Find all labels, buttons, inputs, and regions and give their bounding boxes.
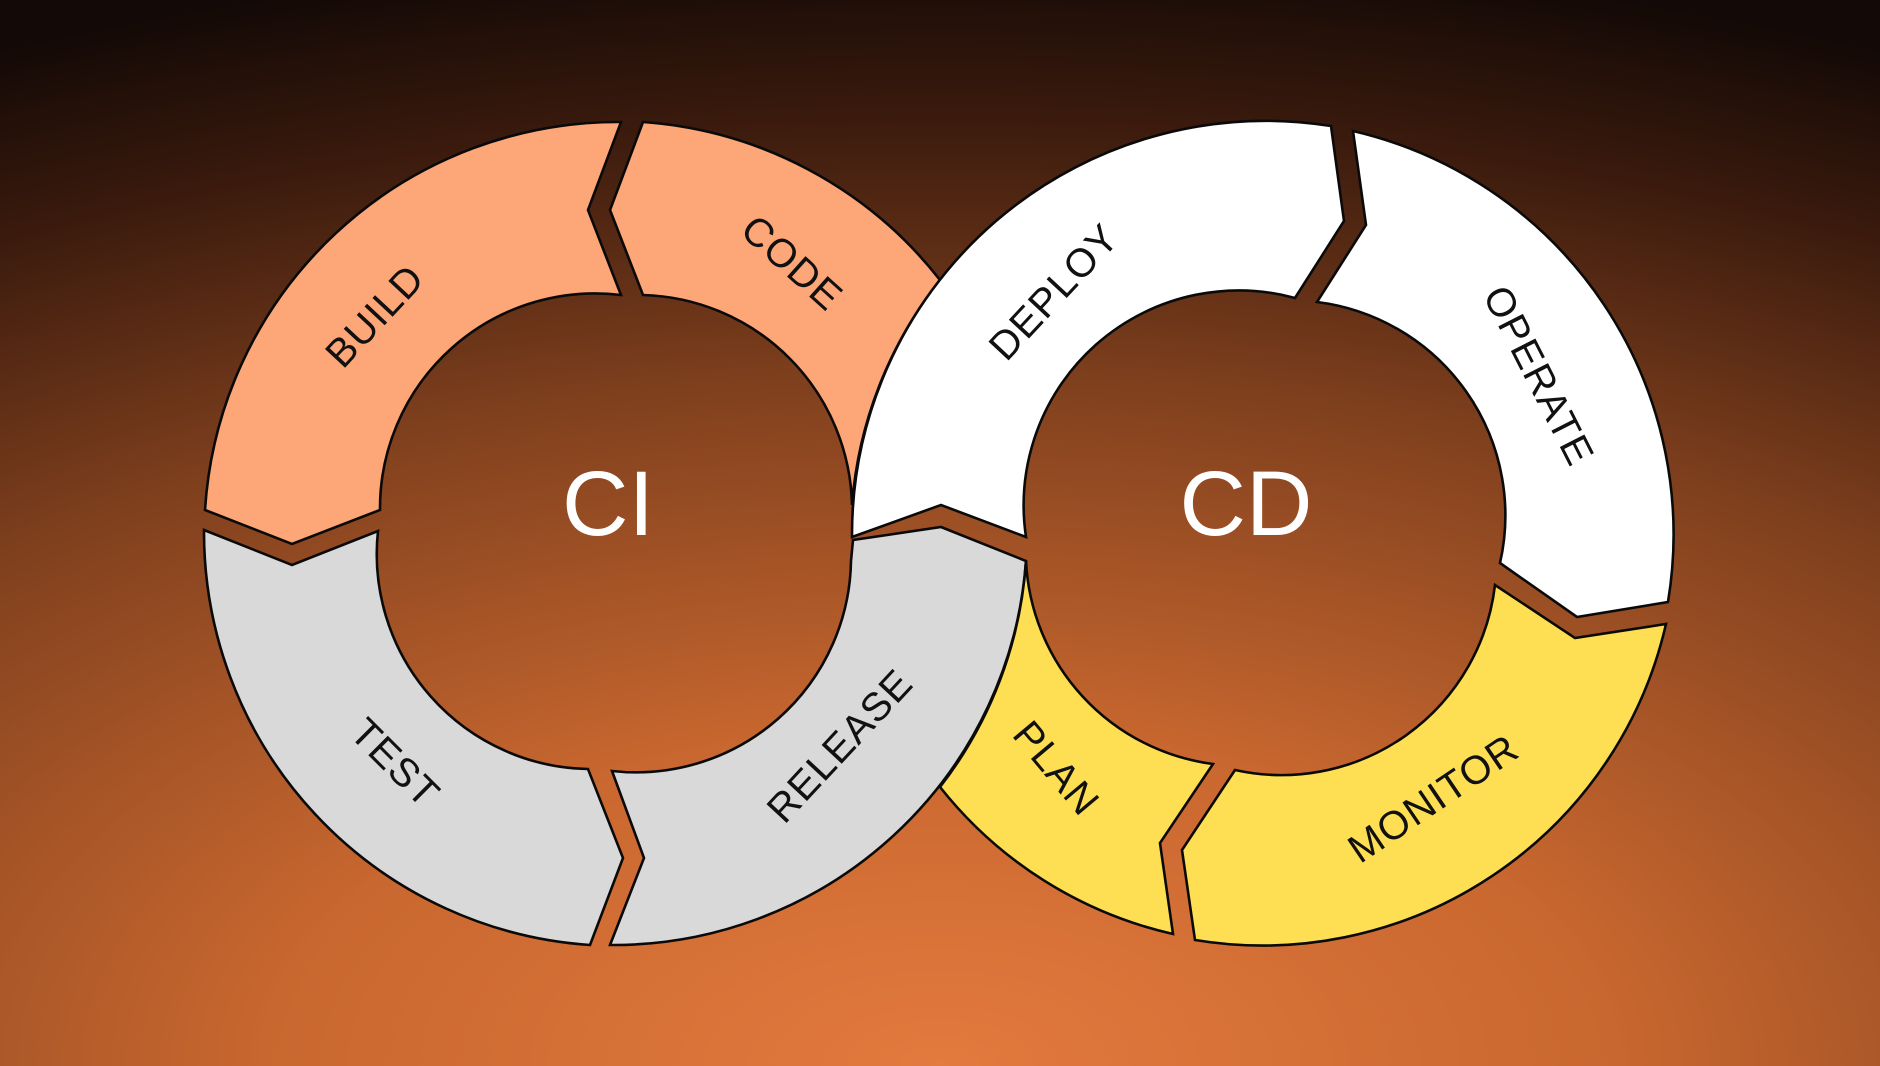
ci-hub-label: CI — [562, 453, 654, 555]
monitor-segment — [1180, 582, 1668, 947]
operate-segment — [1314, 129, 1675, 619]
release-segment — [608, 525, 1028, 947]
build-segment — [203, 120, 623, 546]
cd-hub-label: CD — [1180, 453, 1313, 555]
deploy-segment — [850, 119, 1346, 539]
ci-loop — [202, 120, 1028, 947]
test-segment — [202, 528, 625, 947]
plan-segment — [938, 560, 1216, 936]
cd-loop — [850, 119, 1675, 947]
